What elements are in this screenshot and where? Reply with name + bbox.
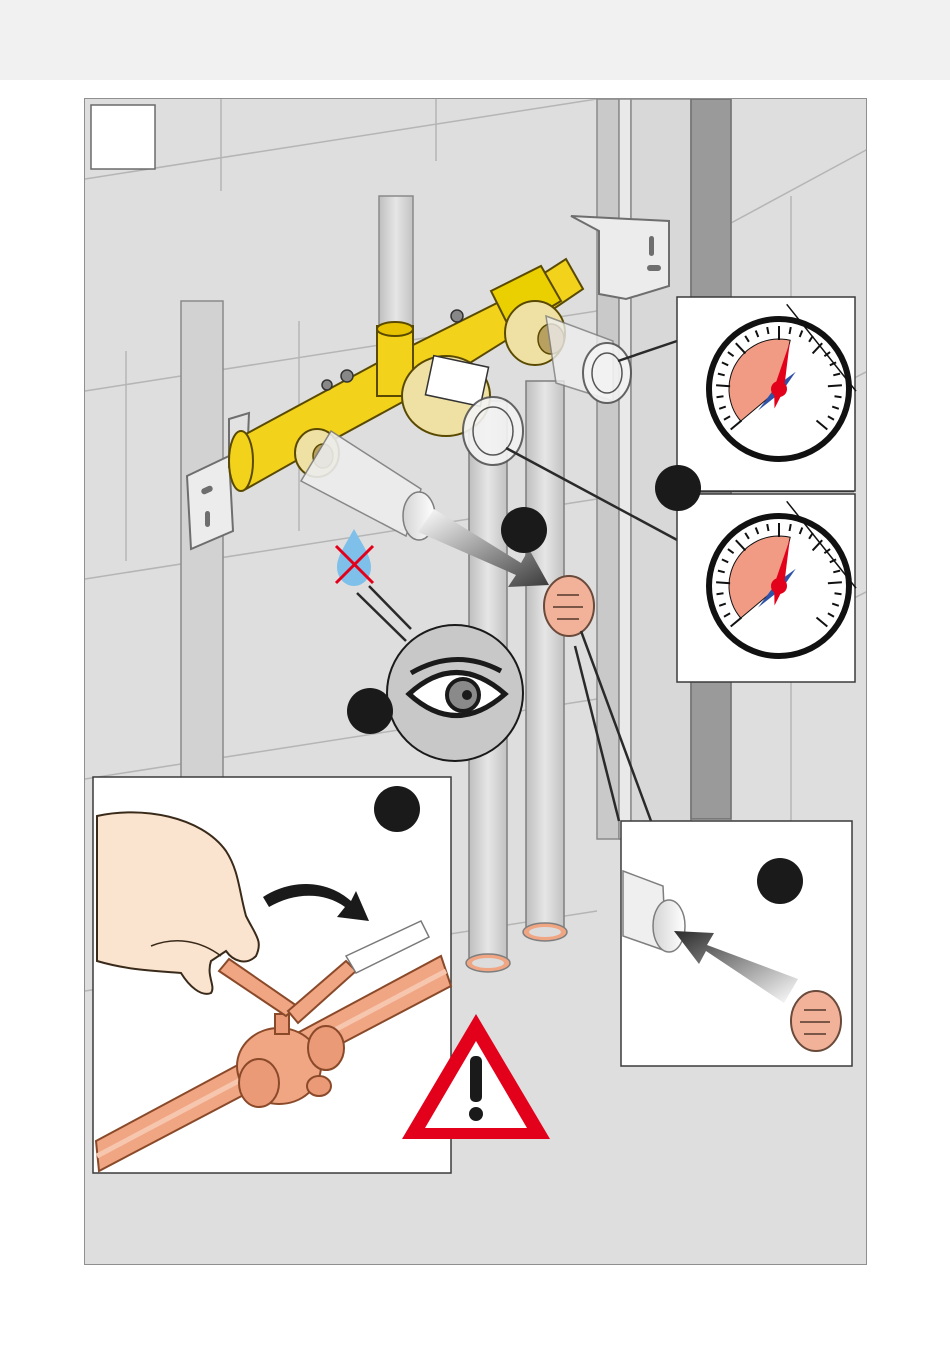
test-plug-left (295, 429, 435, 540)
step-marker (501, 507, 547, 553)
sealing-cap (544, 576, 594, 636)
step-marker (374, 786, 420, 832)
illustration-frame (84, 98, 867, 1265)
step-marker (757, 858, 803, 904)
cap-insert-callout (621, 821, 852, 1066)
step-marker (347, 688, 393, 734)
valve-cartridge (402, 356, 523, 465)
crossed-water-drop-icon (336, 529, 373, 586)
shutoff-valve-inset (93, 777, 451, 1173)
step-number-box (91, 105, 155, 169)
installation-diagram (85, 99, 867, 1265)
step-marker (655, 465, 701, 511)
header-band (0, 0, 950, 80)
eye-icon (387, 625, 523, 761)
mounting-bracket-right (571, 216, 669, 299)
